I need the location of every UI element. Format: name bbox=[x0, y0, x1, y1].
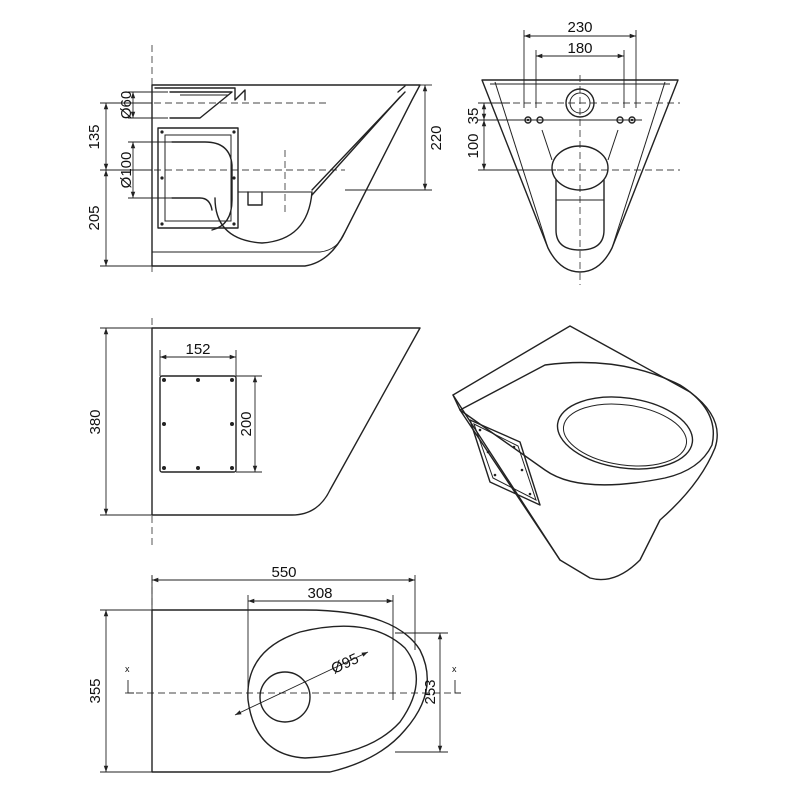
side-inlet bbox=[169, 91, 233, 119]
side-trap-pipe-lower bbox=[171, 197, 213, 211]
side-body-outline bbox=[151, 84, 421, 267]
dim-d60-label: Ø60 bbox=[118, 91, 135, 119]
section-mark-left bbox=[127, 680, 134, 694]
side-panel-frame bbox=[157, 127, 239, 229]
front-body-outline bbox=[481, 79, 679, 273]
top-body-outline bbox=[151, 609, 428, 773]
side-bowl-slope-inner bbox=[311, 96, 401, 196]
dim-220-label: 220 bbox=[428, 125, 445, 150]
dim-205-label: 205 bbox=[86, 205, 103, 230]
dim-d100-label: Ø100 bbox=[118, 152, 135, 189]
section-mark-left-label: x bbox=[125, 664, 130, 674]
top-drain bbox=[259, 671, 311, 723]
iso-access-panel bbox=[469, 419, 541, 506]
dim-135-label: 135 bbox=[86, 124, 103, 149]
side-rim bbox=[397, 85, 406, 93]
side-section-view: 220 135 205 Ø60 Ø100 bbox=[86, 45, 445, 275]
dim-550-label: 550 bbox=[271, 564, 296, 581]
side-outlet-neck bbox=[247, 191, 263, 206]
dim-d95-label: Ø95 bbox=[329, 650, 362, 677]
dim-35-label: 35 bbox=[465, 108, 482, 125]
side-bowl-curve bbox=[214, 191, 313, 244]
side-panel-inner bbox=[164, 134, 232, 222]
dim-380-label: 380 bbox=[87, 409, 104, 434]
iso-top-surface bbox=[459, 361, 714, 486]
section-mark-right bbox=[454, 680, 461, 694]
dim-200-label: 200 bbox=[238, 411, 255, 436]
front-outlet bbox=[551, 145, 609, 191]
front-inlet bbox=[565, 88, 595, 118]
dim-230-label: 230 bbox=[567, 19, 592, 36]
front-view: 230 180 35 100 bbox=[465, 19, 680, 285]
side-bottom-inner bbox=[152, 231, 346, 253]
side-top-rim bbox=[154, 87, 246, 101]
iso-body-outline bbox=[452, 325, 718, 581]
side-elevation-view: 380 152 200 bbox=[87, 318, 421, 548]
dim-d95-line bbox=[234, 651, 369, 716]
side-trap-pipe bbox=[171, 141, 233, 231]
iso-bowl-opening bbox=[556, 396, 694, 470]
dim-152-label: 152 bbox=[185, 341, 210, 358]
isometric-view bbox=[452, 325, 718, 581]
dim-253-label: 253 bbox=[422, 679, 439, 704]
top-bowl-rim bbox=[247, 625, 417, 759]
dim-355-label: 355 bbox=[87, 678, 104, 703]
elevation-access-panel bbox=[159, 375, 237, 473]
dim-100-label: 100 bbox=[465, 133, 482, 158]
dim-180-label: 180 bbox=[567, 40, 592, 57]
dim-308-label: 308 bbox=[307, 585, 332, 602]
top-view: Ø95 550 308 355 253 x x bbox=[87, 564, 461, 773]
section-mark-right-label: x bbox=[452, 664, 457, 674]
elevation-body-outline bbox=[151, 327, 421, 516]
